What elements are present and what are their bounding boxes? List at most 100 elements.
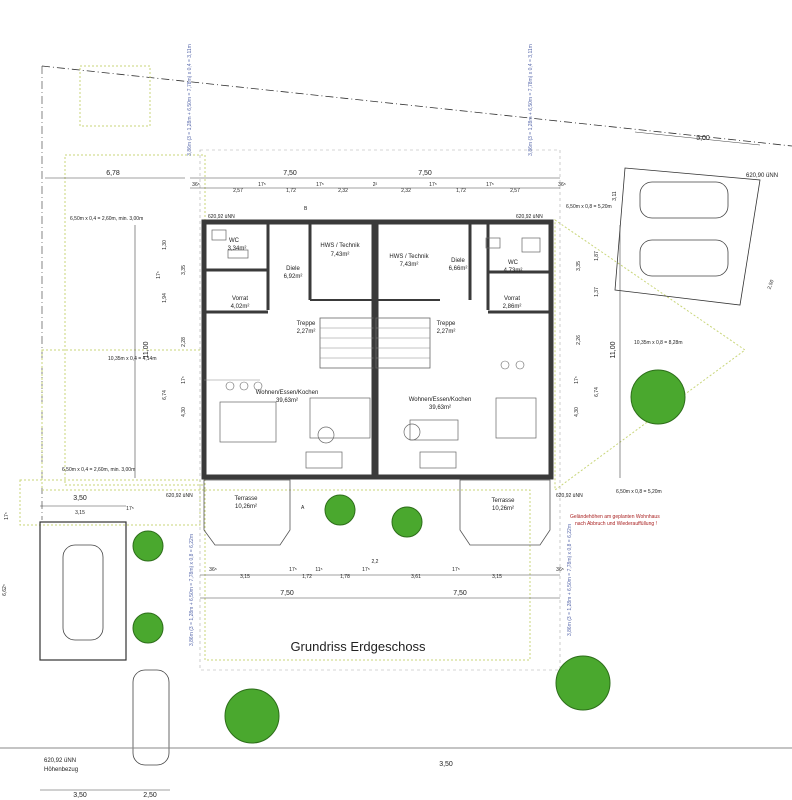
dim-right-v-4: 6,74: [594, 387, 600, 397]
setback-areas: [19, 65, 746, 661]
note-vert-top-right: 3,86m (3 = 1,28m + 6,50m = 7,78m) x 0,4 …: [528, 44, 534, 156]
dim-right-side: 3,11: [612, 191, 618, 201]
dim-right-v-3: 2,26: [576, 335, 582, 345]
dim-bottom-total-right: 7,50: [453, 590, 467, 597]
dim-bottom-seg-5: 1,78: [340, 574, 350, 580]
dim-bottom-seg-8: 17⁵: [452, 567, 460, 573]
room-left-hws: HWS / Technik: [320, 243, 360, 249]
level-tl-right: 620,92 üNN: [516, 214, 543, 220]
dim-bottom-seg-2: 17⁵: [289, 567, 297, 573]
room-left-wohnen-area: 39,63m²: [276, 398, 298, 404]
note-vert-bottom-left: 3,86m (3 = 1,28m + 6,50m = 7,78m) x 0,8 …: [189, 534, 195, 646]
dim-bottom-seg-4: 11⁵: [315, 567, 322, 573]
dim-garage-side-2: 17⁵: [126, 506, 134, 512]
dim-right-depth: 11,00: [610, 341, 617, 358]
trees: [132, 369, 686, 744]
dim-top-total-left: 7,50: [283, 170, 297, 177]
dim-top-seg-6: 2²: [373, 182, 378, 188]
plan-title: Grundriss Erdgeschoss: [290, 639, 426, 654]
room-left-wohnen: Wohnen/Essen/Kochen: [256, 390, 319, 396]
room-left-diele: Diele: [286, 266, 300, 272]
house-left: [201, 219, 377, 480]
room-right-terrasse: Terrasse: [491, 498, 515, 504]
room-right-treppe-area: 2,27m²: [437, 329, 456, 335]
level-top-right: 620,90 üNN: [746, 173, 778, 179]
dim-right-v-0: 3,35: [576, 261, 582, 271]
note-vert-top-left: 3,86m (3 = 1,28m + 6,50m = 7,78m) x 0,4 …: [187, 44, 193, 156]
dim-top-seg-12: 36⁵: [558, 182, 566, 188]
note-setback-bl: 6,50m x 0,4 = 2,60m, min. 3,00m: [62, 467, 135, 473]
room-right-hws-area: 7,43m²: [400, 262, 419, 268]
note-setback-tl: 6,50m x 0,4 = 2,60m, min. 3,00m: [70, 216, 143, 222]
dim-bottom-seg-7: 3,61: [411, 574, 421, 580]
dim-top-left-ext: 6,78: [106, 170, 120, 177]
note-setback-br: 6,50m x 0,8 = 5,20m: [616, 489, 662, 495]
dim-left-v-1: 3,35: [181, 265, 187, 275]
setback-outline: [199, 149, 561, 671]
room-right-vorrat: Vorrat: [504, 296, 520, 302]
dim-bottom-left-a: 3,50: [73, 792, 87, 799]
terrace-left: [203, 479, 291, 546]
room-right-diele-area: 6,66m²: [449, 266, 468, 272]
dim-left-v-2: 17⁵: [156, 271, 162, 279]
dim-top-seg-1: 2,57: [233, 188, 243, 194]
room-left-wc-area: 3,34m²: [228, 246, 247, 252]
room-left-hws-area: 7,43m²: [331, 252, 350, 258]
dim-top-seg-11: 2,57: [510, 188, 520, 194]
dim-top-seg-10: 17⁵: [486, 182, 494, 188]
note-terrain-2: nach Abbruch und Wiederauffüllung !: [575, 521, 657, 527]
level-bottom-left: 620,92 üNN: [44, 758, 76, 764]
garage-bottom-left: [39, 521, 170, 766]
room-right-vorrat-area: 2,86m²: [503, 304, 522, 310]
dim-right-v-2: 1,37: [594, 287, 600, 297]
dim-left-v-7: 4,30: [181, 407, 187, 417]
room-right-treppe: Treppe: [437, 321, 456, 327]
section-mark-bottom: A: [301, 505, 305, 511]
dim-left-v-3: 1,94: [162, 293, 168, 303]
note-setback-mr: 10,35m x 0,8 = 8,28m: [634, 340, 683, 346]
setback-notes: 6,50m x 0,4 = 2,60m, min. 3,00m 10,35m x…: [62, 44, 683, 646]
room-left-treppe-area: 2,27m²: [297, 329, 316, 335]
room-left-treppe: Treppe: [297, 321, 316, 327]
level-tl-left: 620,92 üNN: [208, 214, 235, 220]
dim-bottom-seg-6: 17⁵: [362, 567, 370, 573]
room-left-diele-area: 6,92m²: [284, 274, 303, 280]
room-right-wc: WC: [508, 260, 519, 266]
room-left-terrasse-area: 10,26m²: [235, 504, 257, 510]
dim-right-diag: 2,50: [767, 279, 776, 290]
dim-bottom-mid: 2,2: [372, 559, 379, 565]
level-bottom-left-sub: Höhenbezug: [44, 767, 78, 773]
dim-left-v-5: 6,74: [162, 390, 168, 400]
house-right: [373, 219, 554, 480]
dim-bottom-total-left: 7,50: [280, 590, 294, 597]
dim-left-v-0: 1,30: [162, 240, 168, 250]
rooms-left: WC 3,34m² Diele 6,92m² HWS / Technik 7,4…: [228, 238, 361, 510]
note-setback-ml: 10,35m x 0,4 = 4,14m: [108, 356, 157, 362]
dim-top-seg-9: 1,72: [456, 188, 466, 194]
level-bl-left: 620,92 üNN: [166, 493, 193, 499]
note-setback-tr: 6,50m x 0,8 = 5,20m: [566, 204, 612, 210]
dim-bottom-seg-3: 1,72: [302, 574, 312, 580]
room-right-wohnen: Wohnen/Essen/Kochen: [409, 397, 472, 403]
dim-top-seg-4: 17⁵: [316, 182, 324, 188]
dim-right-v-1: 1,87: [594, 251, 600, 261]
dim-garage-inner: 3,15: [75, 510, 85, 516]
dim-left-depth: 11,00: [143, 341, 150, 358]
room-right-hws: HWS / Technik: [389, 254, 429, 260]
note-terrain-1: Geländehöhen am geplanten Wohnhaus: [570, 514, 660, 520]
room-right-wohnen-area: 39,63m²: [429, 405, 451, 411]
rooms-right: HWS / Technik 7,43m² Diele 6,66m² WC 4,7…: [389, 254, 522, 512]
dim-bottom-left-b: 2,50: [143, 792, 157, 799]
dimension-texts-vertical: 11,00 11,00 1,30 3,35 17⁵ 1,94 2,28 6,74…: [2, 191, 776, 596]
room-left-terrasse: Terrasse: [234, 496, 258, 502]
dimension-texts-garage: 3,50 3,15 17⁵ 3,50 2,50 3,50: [73, 495, 453, 799]
level-labels: 620,92 üNN 620,92 üNN 620,92 üNN 620,92 …: [44, 173, 778, 773]
room-left-vorrat: Vorrat: [232, 296, 248, 302]
dim-top-total-right: 7,50: [418, 170, 432, 177]
dim-garage-side: 17⁵: [4, 512, 10, 520]
room-right-wc-area: 4,73m²: [504, 268, 523, 274]
room-right-terrasse-area: 10,26m²: [492, 506, 514, 512]
dim-bottom-road: 3,50: [439, 761, 453, 768]
dimension-texts-bottom: 36⁵ 3,15 17⁵ 1,72 11⁵ 1,78 17⁵ 3,61 17⁵ …: [209, 559, 564, 597]
